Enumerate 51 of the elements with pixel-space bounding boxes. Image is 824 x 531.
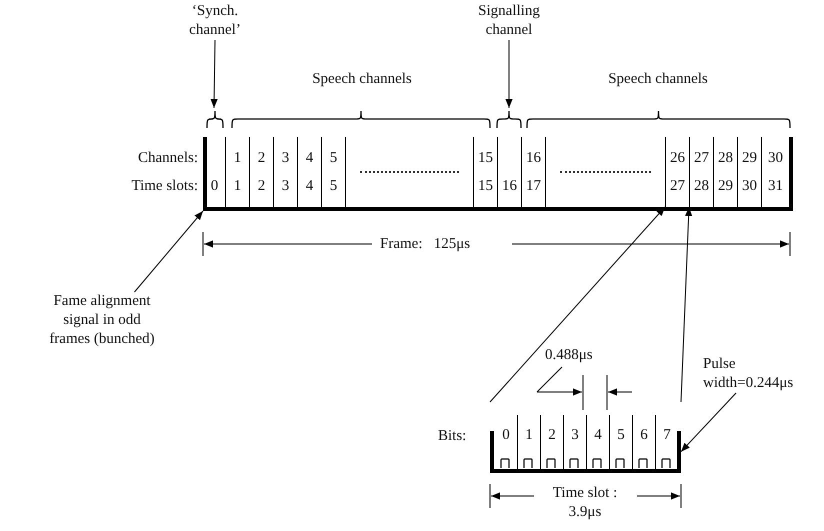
- label-text: Time slots:: [130, 177, 198, 196]
- annotation-text: Speech channels: [292, 70, 432, 89]
- slot-number: 5: [328, 149, 338, 167]
- slot-number: 0: [210, 177, 220, 195]
- slot-number: 1: [232, 177, 242, 195]
- label-text: Channels:: [137, 149, 198, 168]
- slot-number: 6: [639, 426, 649, 444]
- slot-number: 4: [304, 177, 314, 195]
- slot-number: 2: [256, 149, 266, 167]
- arrow: [210, 40, 218, 108]
- label-text: 0.488μs: [545, 346, 593, 365]
- slot-number: 27: [669, 177, 686, 195]
- label-text: Frame: 125μs: [380, 235, 470, 254]
- slot-number: 1: [232, 149, 242, 167]
- slot-number: 0: [501, 426, 511, 444]
- slot-number: 3: [570, 426, 580, 444]
- slot-number: 5: [328, 177, 338, 195]
- slot-number: 30: [741, 177, 758, 195]
- slot-number: 4: [304, 149, 314, 167]
- arrow: [505, 40, 513, 108]
- slot-number: 3: [280, 177, 290, 195]
- slot-number: 4: [593, 426, 603, 444]
- slot-number: 16: [525, 149, 542, 167]
- annotation-text: Speech channels: [588, 70, 728, 89]
- slot-number: 28: [693, 177, 710, 195]
- annotation-text: ‘Synch. channel’: [175, 2, 255, 40]
- slot-number: 15: [477, 149, 494, 167]
- slot-number: 2: [256, 177, 266, 195]
- frame-bar: [203, 108, 793, 211]
- slot-number: 31: [767, 177, 784, 195]
- slot-number: 28: [717, 149, 734, 167]
- arrow: [680, 392, 737, 452]
- arrow: [134, 210, 204, 292]
- slot-number: 5: [616, 426, 626, 444]
- slot-number: 27: [693, 149, 710, 167]
- label-text: Time slot : 3.9μs: [552, 484, 618, 522]
- slot-number: 15: [477, 177, 494, 195]
- slot-number: 3: [280, 149, 290, 167]
- annotation-text: Signalling channel: [465, 2, 553, 40]
- slot-number: 2: [547, 426, 557, 444]
- slot-number: 16: [501, 177, 518, 195]
- slot-number: 26: [669, 149, 686, 167]
- slot-number: 7: [662, 426, 672, 444]
- label-text: Bits:: [438, 427, 466, 446]
- annotation-text: Fame alignment signal in odd frames (bunched): [44, 292, 160, 349]
- annotation-text: Pulse width=0.244μs: [703, 355, 821, 393]
- slot-number: 29: [741, 149, 758, 167]
- slot-number: 1: [524, 426, 534, 444]
- slot-number: 29: [717, 177, 734, 195]
- slot-number: 30: [767, 149, 784, 167]
- slot-number: 17: [525, 177, 542, 195]
